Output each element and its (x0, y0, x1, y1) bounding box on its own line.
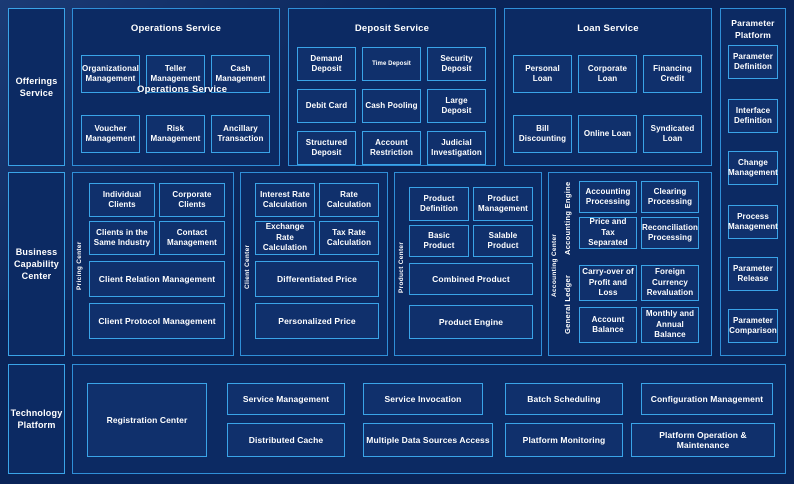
cell-combined-product[interactable]: Combined Product (409, 263, 533, 295)
cell-accounting-processing[interactable]: Accounting Processing (579, 181, 637, 213)
cell-process-management[interactable]: Process Management (728, 205, 778, 239)
cell-clients-in-the-same-industry[interactable]: Clients in the Same Industry (89, 221, 155, 255)
cell-large-deposit[interactable]: Large Deposit (427, 89, 486, 123)
cell-account-balance[interactable]: Account Balance (579, 307, 637, 343)
cell-corporate-clients[interactable]: Corporate Clients (159, 183, 225, 217)
panel-operations-service: Operations Service Organizational Manage… (72, 8, 280, 166)
panel-sub-label-accounting-engine: Accounting Engine (563, 181, 572, 255)
cell-rate-calculation[interactable]: Rate Calculation (319, 183, 379, 217)
cell-service-management[interactable]: Service Management (227, 383, 345, 415)
cell-basic-product[interactable]: Basic Product (409, 225, 469, 257)
cell-service-invocation[interactable]: Service Invocation (363, 383, 483, 415)
sidebar-item-business-capability-center[interactable]: Business Capability Center (8, 172, 65, 356)
cell-account-restriction[interactable]: Account Restriction (362, 131, 421, 165)
cell-financing-credit[interactable]: Financing Credit (643, 55, 702, 93)
cell-corporate-loan[interactable]: Corporate Loan (578, 55, 637, 93)
panel-sub-label-general-ledger: General Ledger (563, 274, 572, 334)
cell-individual-clients[interactable]: Individual Clients (89, 183, 155, 217)
panel-deposit-service: Deposit Service Demand Deposit Time Depo… (288, 8, 496, 166)
panel-accounting-center: Accounting Center Accounting Engine Gene… (548, 172, 712, 356)
panel-vertical-label: Client Center (244, 244, 251, 290)
cell-client-relation-management[interactable]: Client Relation Management (89, 261, 225, 297)
cell-registration-center[interactable]: Registration Center (87, 383, 207, 457)
cell-differentiated-price[interactable]: Differentiated Price (255, 261, 379, 297)
cell-risk-management[interactable]: Risk Management (146, 115, 205, 153)
cell-judicial-investigation[interactable]: Judicial Investigation (427, 131, 486, 165)
cell-change-management[interactable]: Change Management (728, 151, 778, 185)
cell-carry-over-of-profit-and-loss[interactable]: Carry-over of Profit and Loss (579, 265, 637, 301)
sidebar-item-label: Technology Platform (10, 408, 63, 430)
cell-salable-product[interactable]: Salable Product (473, 225, 533, 257)
cell-time-deposit[interactable]: Time Deposit (362, 47, 421, 81)
cell-voucher-management[interactable]: Voucher Management (81, 115, 140, 153)
panel-vertical-label: Product Center (398, 241, 405, 293)
panel-pricing-center: Pricing Center Individual Clients Corpor… (72, 172, 234, 356)
cell-clearing-processing[interactable]: Clearing Processing (641, 181, 699, 213)
sidebar-item-label: Offerings Service (15, 76, 58, 98)
panel-vertical-label: Accounting Center (551, 233, 558, 297)
cell-configuration-management[interactable]: Configuration Management (641, 383, 773, 415)
cell-ancillary-transaction[interactable]: Ancillary Transaction (211, 115, 270, 153)
cell-parameter-definition[interactable]: Parameter Definition (728, 45, 778, 79)
cell-product-definition[interactable]: Product Definition (409, 187, 469, 221)
cell-multiple-data-sources-access[interactable]: Multiple Data Sources Access (363, 423, 493, 457)
cell-cash-pooling[interactable]: Cash Pooling (362, 89, 421, 123)
sidebar-item-technology-platform[interactable]: Technology Platform (8, 364, 65, 474)
panel-vertical-label: Pricing Center (76, 241, 83, 291)
sidebar-item-label: Business Capability Center (13, 247, 59, 281)
cell-contact-management[interactable]: Contact Management (159, 221, 225, 255)
cell-batch-scheduling[interactable]: Batch Scheduling (505, 383, 623, 415)
panel-title: Operations Service (130, 23, 222, 34)
cell-organizational-management[interactable]: Organizational Management (81, 55, 140, 93)
cell-product-management[interactable]: Product Management (473, 187, 533, 221)
cell-platform-monitoring[interactable]: Platform Monitoring (505, 423, 623, 457)
cell-online-loan[interactable]: Online Loan (578, 115, 637, 153)
cell-platform-operation-and-maintenance[interactable]: Platform Operation & Maintenance (631, 423, 775, 457)
cell-personal-loan[interactable]: Personal Loan (513, 55, 572, 93)
panel-loan-service: Loan Service Personal Loan Corporate Loa… (504, 8, 712, 166)
cell-debit-card[interactable]: Debit Card (297, 89, 356, 123)
cell-monthly-and-annual-balance[interactable]: Monthly and Annual Balance (641, 307, 699, 343)
cell-parameter-comparison[interactable]: Parameter Comparison (728, 309, 778, 343)
cell-tax-rate-calculation[interactable]: Tax Rate Calculation (319, 221, 379, 255)
cell-structured-deposit[interactable]: Structured Deposit (297, 131, 356, 165)
panel-title: Deposit Service (354, 23, 430, 34)
cell-personalized-price[interactable]: Personalized Price (255, 303, 379, 339)
cell-parameter-release[interactable]: Parameter Release (728, 257, 778, 291)
panel-title: Parameter Platform (731, 18, 775, 40)
cell-exchange-rate-calculation[interactable]: Exchange Rate Calculation (255, 221, 315, 255)
cell-distributed-cache[interactable]: Distributed Cache (227, 423, 345, 457)
cell-security-deposit[interactable]: Security Deposit (427, 47, 486, 81)
cell-interest-rate-calculation[interactable]: Interest Rate Calculation (255, 183, 315, 217)
cell-reconciliation-processing[interactable]: Reconciliation Processing (641, 217, 699, 249)
panel-product-center: Product Center Product Definition Produc… (394, 172, 542, 356)
cell-demand-deposit[interactable]: Demand Deposit (297, 47, 356, 81)
panel-title: Loan Service (577, 23, 639, 34)
cell-interface-definition[interactable]: Interface Definition (728, 99, 778, 133)
panel-parameter-platform: Parameter Platform Parameter Definition … (720, 8, 786, 356)
cell-syndicated-loan[interactable]: Syndicated Loan (643, 115, 702, 153)
cell-price-and-tax-separated[interactable]: Price and Tax Separated (579, 217, 637, 249)
cell-teller-management[interactable]: Teller Management (146, 55, 205, 93)
cell-client-protocol-management[interactable]: Client Protocol Management (89, 303, 225, 339)
sidebar-item-offerings-service[interactable]: Offerings Service (8, 8, 65, 166)
cell-cash-management[interactable]: Cash Management (211, 55, 270, 93)
cell-foreign-currency-revaluation[interactable]: Foreign Currency Revaluation (641, 265, 699, 301)
panel-technology-platform: Registration Center Service Management D… (72, 364, 786, 474)
panel-client-center: Client Center Interest Rate Calculation … (240, 172, 388, 356)
cell-product-engine[interactable]: Product Engine (409, 305, 533, 339)
cell-bill-discounting[interactable]: Bill Discounting (513, 115, 572, 153)
overlay-label-operations-service: Operations Service (137, 84, 228, 95)
